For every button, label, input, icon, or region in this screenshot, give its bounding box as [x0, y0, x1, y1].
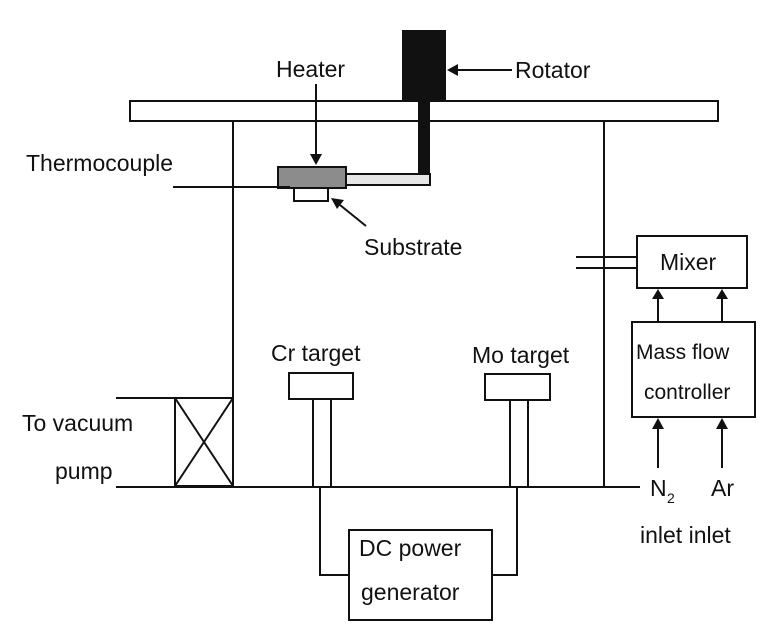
- dc-wire-left: [319, 487, 349, 576]
- thermocouple-label: Thermocouple: [26, 150, 173, 176]
- n2-inlet-arrowhead: [652, 418, 664, 429]
- n2-label: N: [650, 475, 667, 501]
- n2-subscript: 2: [667, 490, 675, 506]
- vacuum-valve-cross-b: [174, 397, 234, 487]
- mo-target-label: Mo target: [472, 342, 570, 368]
- rotator-arrowhead: [447, 64, 458, 76]
- heater-arrowhead: [310, 154, 322, 165]
- rotator-block: [402, 30, 446, 101]
- substrate-holder-arm: [345, 173, 431, 186]
- mo-target-plate: [484, 373, 551, 401]
- cr-target-label: Cr target: [271, 340, 361, 366]
- dc-power-label-line1: DC power: [359, 535, 462, 561]
- mass-flow-label-line1: Mass flow: [636, 341, 730, 364]
- mfc-to-mixer-arrowhead-right: [716, 289, 728, 299]
- mixer-label: Mixer: [660, 249, 717, 275]
- rotator-label: Rotator: [515, 57, 591, 83]
- heater-label: Heater: [276, 56, 345, 82]
- substrate-arrow: [339, 204, 367, 227]
- substrate-label: Substrate: [364, 234, 462, 260]
- mass-flow-label-line2: controller: [644, 381, 730, 404]
- ar-inlet-arrowhead: [716, 418, 728, 429]
- to-vacuum-label-line2: pump: [55, 458, 113, 484]
- rotator-shaft: [418, 100, 430, 185]
- inlet-labels: inlet inlet: [640, 522, 731, 548]
- heater-block: [277, 166, 347, 189]
- substrate-block: [293, 187, 329, 202]
- dc-power-generator-box: [348, 529, 493, 621]
- substrate-arrowhead: [331, 198, 344, 209]
- cr-target-plate: [288, 372, 354, 400]
- mfc-to-mixer-arrowhead-left: [652, 289, 664, 299]
- ar-label: Ar: [711, 475, 734, 501]
- dc-power-label-line2: generator: [361, 579, 460, 605]
- dc-wire-right: [492, 487, 518, 576]
- mass-flow-controller-box: [631, 321, 756, 418]
- to-vacuum-label-line1: To vacuum: [22, 410, 133, 436]
- mixer-box: [636, 235, 748, 289]
